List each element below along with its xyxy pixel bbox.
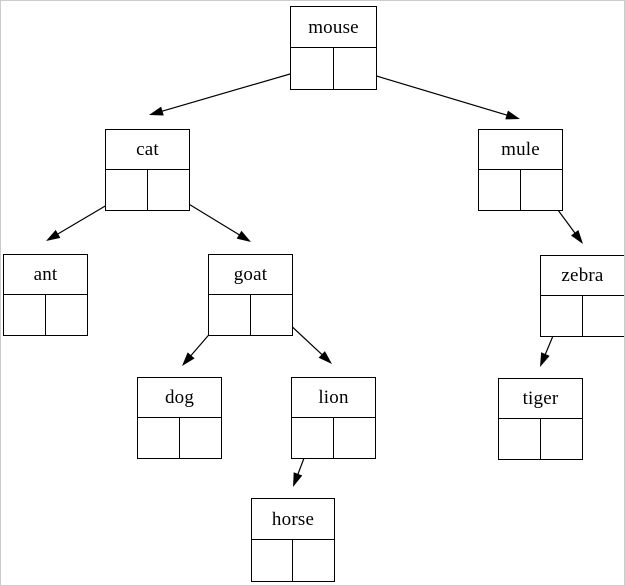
- right-pointer-cell[interactable]: [541, 419, 583, 459]
- tree-node-zebra[interactable]: zebra: [540, 255, 624, 337]
- node-pointer-cells: [209, 295, 292, 335]
- node-label: goat: [209, 255, 292, 295]
- node-pointer-cells: [4, 295, 87, 335]
- right-pointer-cell[interactable]: [583, 296, 625, 336]
- left-pointer-cell[interactable]: [4, 295, 46, 335]
- left-pointer-cell[interactable]: [252, 540, 293, 581]
- tree-node-ant[interactable]: ant: [3, 254, 88, 336]
- arrowhead: [293, 472, 303, 487]
- node-pointer-cells: [499, 419, 582, 459]
- left-pointer-cell[interactable]: [292, 418, 334, 458]
- edge-mouse-to-mule: [352, 68, 520, 120]
- left-pointer-cell[interactable]: [479, 170, 521, 210]
- tree-node-goat[interactable]: goat: [208, 254, 293, 336]
- tree-node-mule[interactable]: mule: [478, 129, 563, 211]
- arrowhead: [540, 352, 550, 367]
- node-label: tiger: [499, 379, 582, 419]
- right-pointer-cell[interactable]: [180, 418, 222, 458]
- arrowhead: [318, 351, 332, 364]
- left-pointer-cell[interactable]: [541, 296, 583, 336]
- right-pointer-cell[interactable]: [334, 48, 377, 89]
- node-pointer-cells: [541, 296, 624, 336]
- left-pointer-cell[interactable]: [291, 48, 334, 89]
- tree-node-dog[interactable]: dog: [137, 377, 222, 459]
- tree-node-tiger[interactable]: tiger: [498, 378, 583, 460]
- node-label: mule: [479, 130, 562, 170]
- tree-node-cat[interactable]: cat: [105, 129, 190, 211]
- right-pointer-cell[interactable]: [251, 295, 293, 335]
- right-pointer-cell[interactable]: [334, 418, 376, 458]
- arrowhead: [149, 106, 164, 116]
- node-label: dog: [138, 378, 221, 418]
- arrowhead: [570, 230, 583, 244]
- node-label: horse: [252, 499, 334, 540]
- node-pointer-cells: [292, 418, 375, 458]
- right-pointer-cell[interactable]: [293, 540, 334, 581]
- node-pointer-cells: [291, 48, 376, 89]
- node-pointer-cells: [138, 418, 221, 458]
- right-pointer-cell[interactable]: [46, 295, 88, 335]
- tree-node-horse[interactable]: horse: [251, 498, 335, 582]
- left-pointer-cell[interactable]: [209, 295, 251, 335]
- node-label: ant: [4, 255, 87, 295]
- right-pointer-cell[interactable]: [521, 170, 563, 210]
- node-label: cat: [106, 130, 189, 170]
- arrowhead: [505, 110, 520, 120]
- node-pointer-cells: [106, 170, 189, 210]
- node-pointer-cells: [479, 170, 562, 210]
- node-label: mouse: [291, 7, 376, 48]
- node-label: zebra: [541, 256, 624, 296]
- arrowhead: [46, 229, 61, 241]
- arrowhead: [236, 230, 251, 242]
- right-pointer-cell[interactable]: [148, 170, 190, 210]
- left-pointer-cell[interactable]: [499, 419, 541, 459]
- tree-node-lion[interactable]: lion: [291, 377, 376, 459]
- arrowhead: [182, 352, 195, 366]
- tree-node-mouse[interactable]: mouse: [290, 6, 377, 90]
- left-pointer-cell[interactable]: [106, 170, 148, 210]
- node-label: lion: [292, 378, 375, 418]
- left-pointer-cell[interactable]: [138, 418, 180, 458]
- node-pointer-cells: [252, 540, 334, 581]
